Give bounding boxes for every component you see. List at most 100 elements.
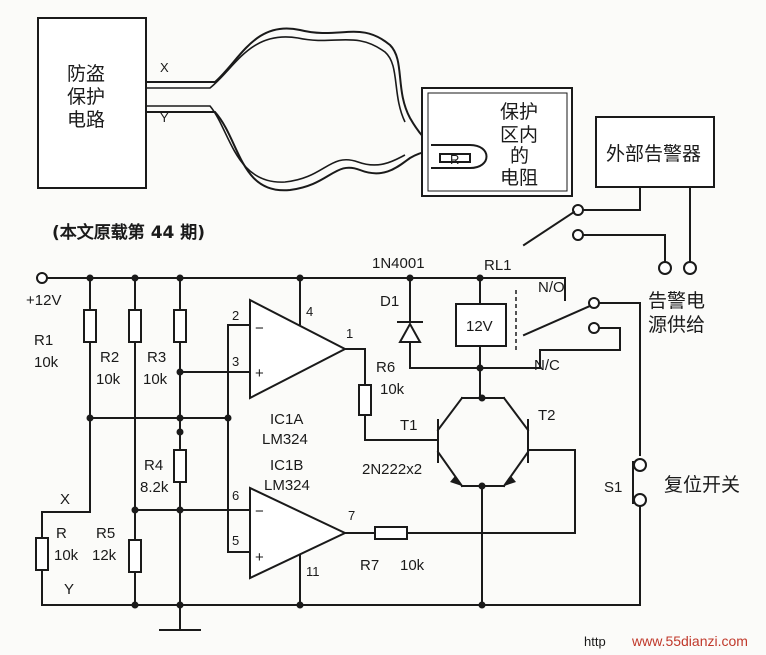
protected-zone-box	[421, 87, 573, 197]
latch-contact-arm	[522, 304, 592, 337]
r1-label: R1	[34, 332, 53, 349]
d1-label: D1	[380, 293, 399, 310]
protected-resistor-loop	[431, 144, 488, 169]
r7-value: 10k	[400, 557, 425, 574]
protected-label-1: 保护	[500, 101, 538, 123]
relay-coil-rl1	[455, 303, 507, 347]
anti-theft-label-2: 保护	[67, 86, 105, 108]
r2-value: 10k	[96, 371, 121, 388]
ic1b-plus: +	[255, 549, 264, 566]
alarm-power-label-1: 告警电	[648, 290, 705, 312]
wire-y-label: Y	[160, 110, 169, 125]
r7-label: R7	[360, 557, 379, 574]
d1-part-label: 1N4001	[372, 255, 425, 272]
anti-theft-label-1: 防盗	[67, 63, 105, 85]
alarm-power-label-2: 源供给	[648, 314, 705, 336]
node-r3-r4	[176, 428, 184, 436]
resistor-r	[35, 537, 49, 571]
ic1a-label: IC1A	[270, 411, 303, 428]
r2-label: R2	[100, 349, 119, 366]
opamp-ic1a	[249, 298, 348, 400]
nc-label: N/C	[534, 357, 560, 374]
wire-y-twisted	[145, 111, 434, 192]
r3-value: 10k	[143, 371, 168, 388]
node-x-r3	[176, 414, 184, 422]
s1-label: S1	[604, 479, 622, 496]
node-x-r1	[86, 414, 94, 422]
s1-contact-top	[633, 458, 647, 472]
pin-6: 6	[232, 488, 239, 503]
t1-label: T1	[400, 417, 418, 434]
protected-resistor-label: R	[450, 152, 459, 167]
t1-collector	[436, 396, 464, 432]
r4-value: 8.2k	[140, 479, 169, 496]
resistor-r6	[358, 384, 372, 416]
alarm-power-terminal-2	[683, 261, 697, 275]
t2-label: T2	[538, 407, 556, 424]
external-alarm-label: 外部告警器	[606, 143, 701, 165]
pin-3: 3	[232, 354, 239, 369]
wire-x-label: X	[160, 60, 169, 75]
anti-theft-box	[37, 17, 147, 189]
r5-value: 12k	[92, 547, 117, 564]
resistor-r3	[173, 309, 187, 343]
protected-label-2: 区内	[500, 124, 538, 146]
protected-label-4: 电阻	[500, 167, 538, 189]
ic1b-label: IC1B	[270, 457, 303, 474]
source-note: (本文原载第 44 期)	[52, 222, 205, 243]
protected-label-3: 的	[510, 145, 529, 167]
pin-11: 11	[306, 564, 320, 579]
alarm-contact-arm	[522, 210, 576, 247]
wire-x-twisted-2	[146, 36, 406, 123]
relay-voltage: 12V	[466, 318, 493, 335]
node-pin2-bus	[224, 414, 232, 422]
wire-y-twisted-2	[146, 105, 406, 183]
pin-1: 1	[346, 326, 353, 341]
alarm-power-terminal-1	[658, 261, 672, 275]
pin-7: 7	[348, 508, 355, 523]
r-label: R	[56, 525, 67, 542]
resistor-r4	[173, 449, 187, 483]
opamp-ic1b	[249, 486, 348, 580]
resistor-r2	[128, 309, 142, 343]
node-r4-pin6	[176, 506, 184, 514]
ic1b-minus: −	[255, 503, 264, 520]
pin-5: 5	[232, 533, 239, 548]
alarm-contact-1	[572, 204, 584, 216]
diode-d1	[398, 321, 422, 343]
r6-label: R6	[376, 359, 395, 376]
resistor-r5	[128, 539, 142, 573]
node-y-label: Y	[64, 581, 74, 598]
com-contact	[588, 322, 600, 334]
r6-value: 10k	[380, 381, 405, 398]
node-x-label: X	[60, 491, 70, 508]
s1-contact-bottom	[633, 493, 647, 507]
supply-label: +12V	[26, 292, 61, 309]
wire-x-twisted	[145, 27, 434, 147]
transistor-part: 2N222x2	[362, 461, 422, 478]
ic1a-part: LM324	[262, 431, 308, 448]
protected-zone-inner	[427, 92, 568, 192]
r1-value: 10k	[34, 354, 59, 371]
no-label: N/O	[538, 279, 565, 296]
t2-collector	[502, 396, 530, 432]
alarm-contact-2	[572, 229, 584, 241]
watermark-url: www.55dianzi.com	[631, 633, 748, 649]
resistor-r1	[83, 309, 97, 343]
protected-resistor	[439, 153, 471, 163]
anti-theft-label-3: 电路	[67, 109, 105, 131]
pin-2: 2	[232, 308, 239, 323]
rl1-label: RL1	[484, 257, 512, 274]
r-value: 10k	[54, 547, 79, 564]
r5-label: R5	[96, 525, 115, 542]
supply-terminal	[36, 272, 48, 284]
pin-4: 4	[306, 304, 313, 319]
r3-label: R3	[147, 349, 166, 366]
external-alarm-box	[595, 116, 715, 188]
ic1a-plus: +	[255, 365, 264, 382]
watermark-prefix: http	[584, 634, 606, 649]
r4-label: R4	[144, 457, 163, 474]
ic1a-minus: −	[255, 320, 264, 337]
